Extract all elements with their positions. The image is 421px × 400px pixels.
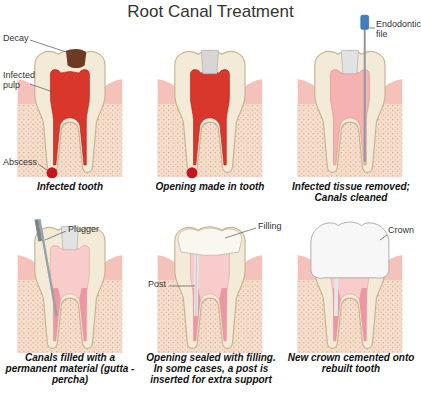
leader-line bbox=[369, 28, 375, 29]
infected-pulp bbox=[50, 70, 89, 165]
part-label: Abscess bbox=[3, 158, 43, 168]
step-caption: Infected tissue removed; Canals cleaned bbox=[282, 181, 420, 203]
post-edge bbox=[195, 252, 197, 316]
step-caption: Opening made in tooth bbox=[142, 181, 278, 192]
pulp-chamber bbox=[50, 246, 89, 341]
part-label: Filling bbox=[258, 222, 303, 232]
leader-line bbox=[169, 286, 195, 287]
leader-line bbox=[30, 40, 72, 54]
tooth-outline bbox=[175, 51, 245, 173]
leader-line bbox=[380, 235, 387, 240]
filling bbox=[178, 228, 242, 255]
plugger-handle bbox=[36, 219, 40, 241]
cleaned-pulp bbox=[330, 70, 369, 165]
step-caption: Opening sealed with filling. In some cas… bbox=[142, 352, 280, 386]
file-handle bbox=[361, 15, 369, 29]
tooth-panel bbox=[18, 219, 123, 352]
tooth-panel bbox=[158, 50, 263, 178]
step-caption: Canals filled with a permanent material … bbox=[2, 352, 138, 386]
leader-line bbox=[30, 84, 53, 92]
abscess bbox=[47, 167, 58, 178]
tooth-panel bbox=[298, 222, 403, 353]
part-label: Infected pulp bbox=[3, 71, 33, 91]
endodontic-file bbox=[364, 29, 366, 162]
access-opening bbox=[341, 50, 358, 73]
leader-line bbox=[38, 164, 47, 170]
part-label: Decay bbox=[3, 34, 43, 44]
dental-crown bbox=[311, 222, 389, 278]
leader-lines bbox=[30, 28, 387, 286]
post bbox=[194, 252, 199, 316]
step-caption: New crown cemented onto rebuilt tooth bbox=[282, 352, 420, 374]
tooth-outline bbox=[35, 227, 105, 349]
access-opening bbox=[201, 50, 218, 73]
tooth-outline bbox=[35, 51, 105, 173]
plugger bbox=[39, 219, 56, 316]
tooth-panel bbox=[158, 227, 263, 353]
infected-pulp bbox=[190, 70, 229, 165]
leader-line bbox=[225, 228, 256, 238]
diagram-title: Root Canal Treatment bbox=[0, 3, 421, 22]
part-label: Post bbox=[148, 280, 178, 290]
pulp-chamber bbox=[190, 246, 229, 341]
tooth-outline bbox=[315, 51, 385, 173]
part-label: Endodontic file bbox=[376, 20, 421, 40]
leader-line bbox=[45, 231, 66, 240]
step-caption: Infected tooth bbox=[2, 181, 138, 192]
tooth-panel bbox=[298, 15, 403, 176]
decay bbox=[66, 49, 86, 68]
tooth-outline bbox=[175, 227, 245, 349]
abscess bbox=[187, 167, 198, 178]
part-label: Crown bbox=[388, 226, 421, 236]
gutta-percha bbox=[53, 288, 87, 341]
part-label: Plugger bbox=[68, 225, 118, 235]
